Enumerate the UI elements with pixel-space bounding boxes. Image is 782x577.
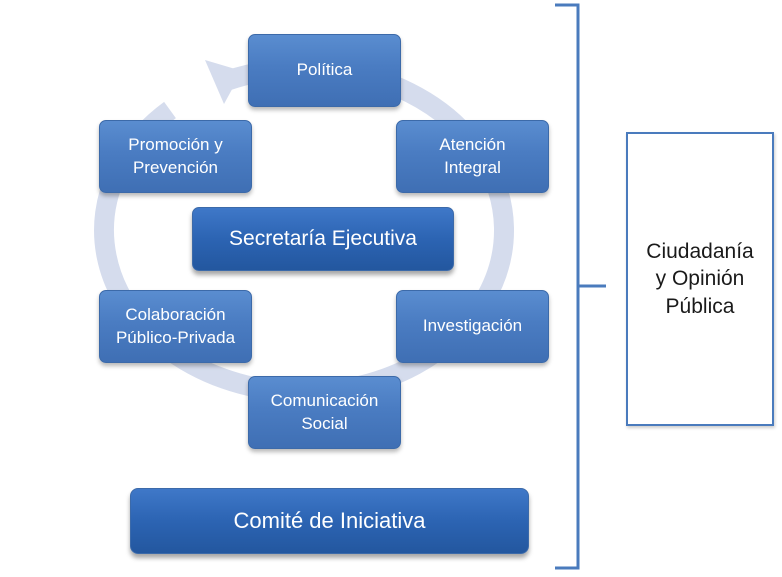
node-politica: Política — [248, 34, 401, 107]
right-bracket — [555, 3, 606, 570]
node-promocion: Promoción y Prevención — [99, 120, 252, 193]
node-comunicacion-social: Comunicación Social — [248, 376, 401, 449]
cycle-ring — [94, 58, 514, 403]
side-box-ciudadania: Ciudadanía y Opinión Pública — [626, 132, 774, 426]
node-atencion-integral: Atención Integral — [396, 120, 549, 193]
node-investigacion: Investigación — [396, 290, 549, 363]
node-secretaria-ejecutiva: Secretaría Ejecutiva — [192, 207, 454, 271]
node-comite-iniciativa: Comité de Iniciativa — [130, 488, 529, 554]
cycle-arrow-head — [205, 60, 242, 104]
node-colaboracion: Colaboración Público-Privada — [99, 290, 252, 363]
